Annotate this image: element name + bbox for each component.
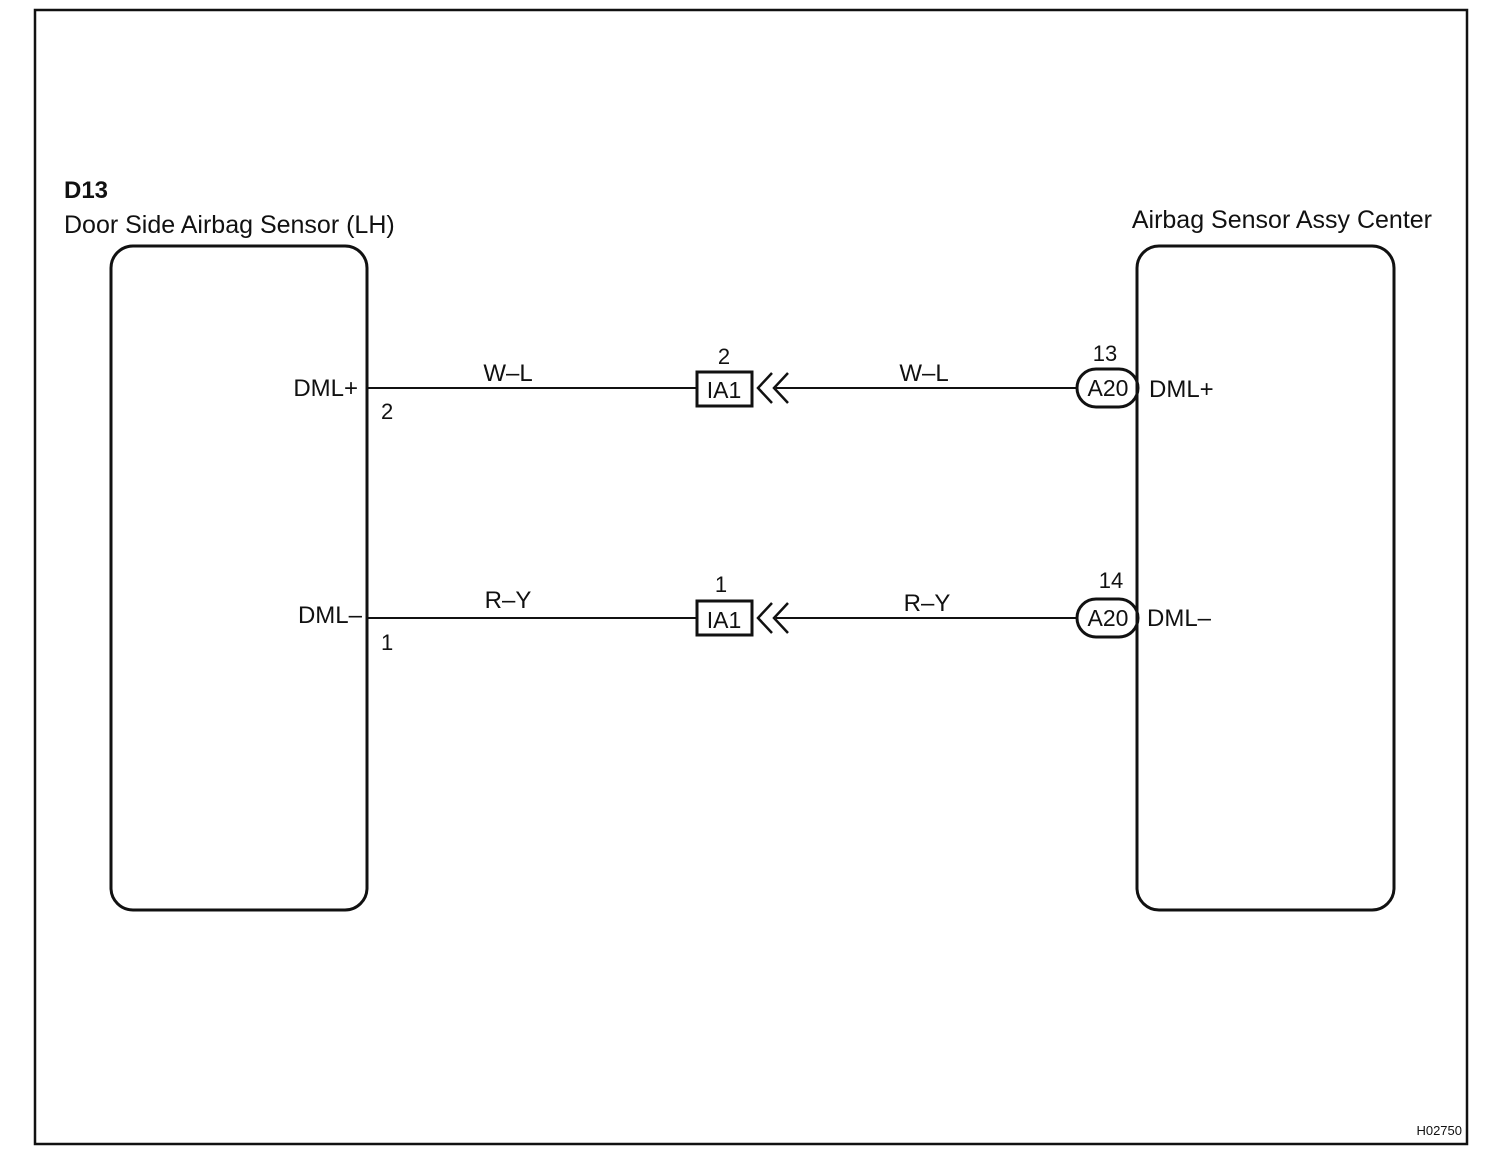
junction-top-connector-label: IA1	[707, 377, 742, 403]
left-component-name: Door Side Airbag Sensor (LH)	[64, 211, 395, 239]
wire-top-left-color: W–L	[483, 360, 532, 387]
right-pin-name-dml-minus: DML–	[1147, 605, 1212, 632]
wire-top-right-color: W–L	[899, 360, 948, 387]
right-connector-top-oval	[1075, 367, 1140, 409]
left-pin-number-2: 2	[381, 399, 393, 424]
left-pin-number-1: 1	[381, 630, 393, 655]
junction-top-connector-box	[695, 370, 754, 408]
right-connector-bottom-label: A20	[1088, 605, 1129, 631]
left-pin-name-dml-minus: DML–	[298, 602, 363, 629]
figure-id: H02750	[1416, 1123, 1462, 1138]
right-pin-number-13: 13	[1093, 341, 1117, 366]
junction-bottom-connector-box	[695, 599, 754, 637]
right-pin-name-dml-plus: DML+	[1149, 376, 1214, 403]
left-component-box	[109, 244, 369, 912]
junction-top-pin-number: 2	[718, 344, 730, 369]
right-connector-top-label: A20	[1088, 375, 1129, 401]
connector-chevron-icon	[756, 602, 789, 634]
left-pin-name-dml-plus: DML+	[293, 375, 358, 402]
junction-bottom-pin-number: 1	[715, 572, 727, 597]
right-component-name: Airbag Sensor Assy Center	[1132, 206, 1432, 234]
right-pin-number-14: 14	[1099, 568, 1123, 593]
right-connector-bottom-oval	[1075, 597, 1140, 639]
connector-chevron-icon	[756, 372, 789, 404]
junction-bottom-connector-label: IA1	[707, 607, 742, 633]
left-component-code: D13	[64, 177, 108, 204]
right-component-box	[1135, 244, 1396, 912]
wire-bottom-right-color: R–Y	[904, 590, 951, 617]
diagram-frame	[33, 8, 1469, 1146]
wire-bottom-left-color: R–Y	[485, 587, 532, 614]
